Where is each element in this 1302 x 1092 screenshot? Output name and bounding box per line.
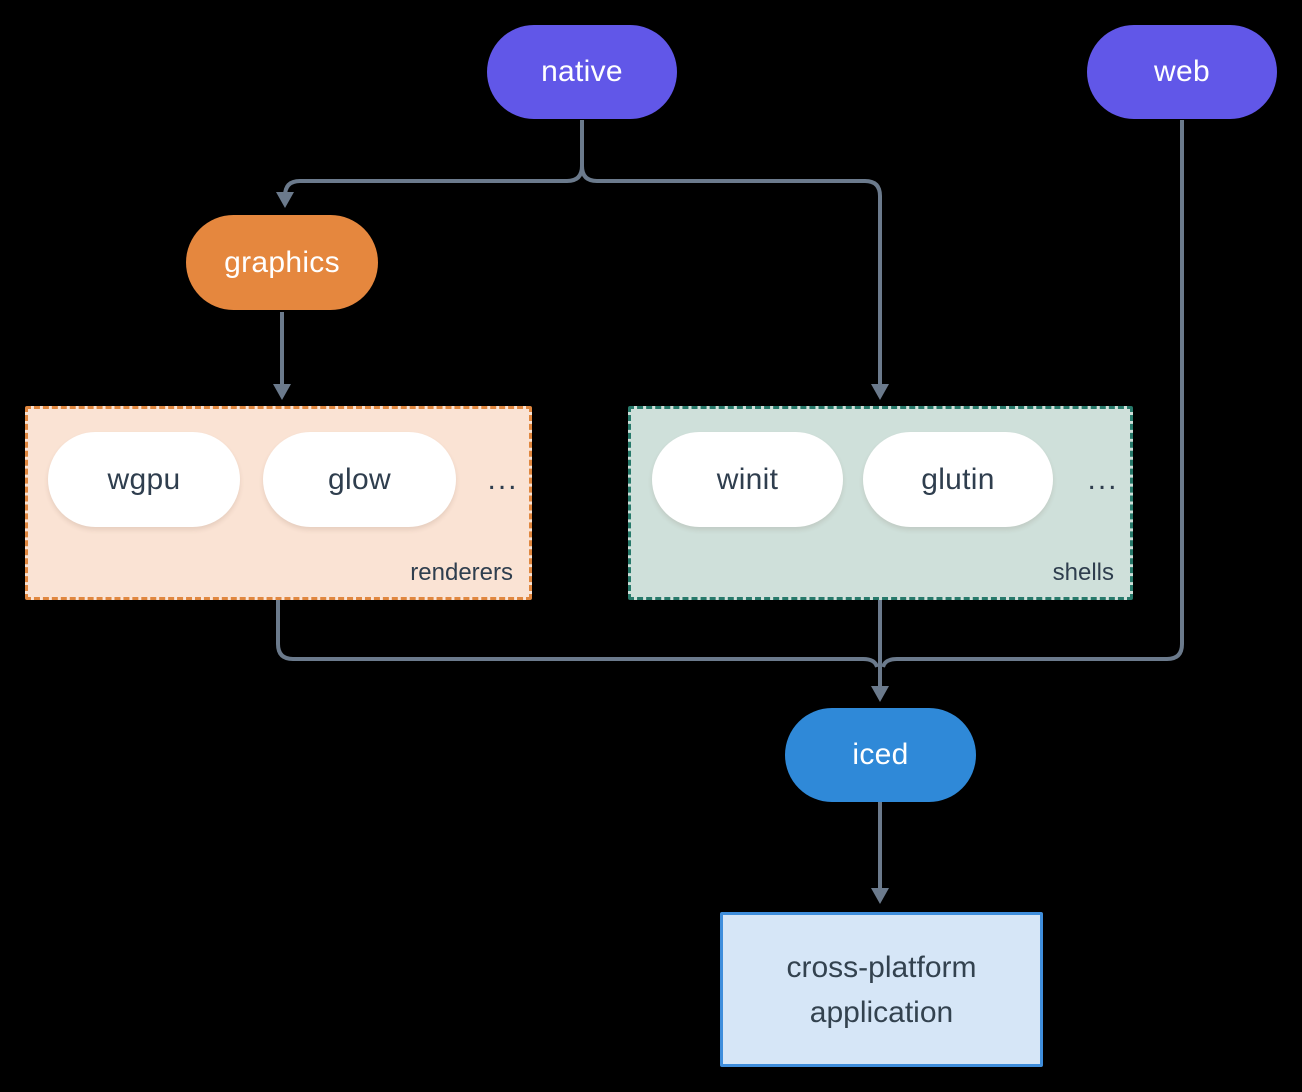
edge-renderers-to-merge	[276, 600, 879, 668]
node-graphics-label: graphics	[224, 245, 340, 279]
edge-native-to-graphics	[283, 165, 584, 197]
node-glutin: glutin	[863, 432, 1053, 527]
edge-native-to-shells	[580, 165, 882, 386]
node-web: web	[1087, 25, 1277, 119]
group-shells-label: shells	[1052, 559, 1114, 586]
node-winit-label: winit	[716, 462, 779, 496]
arrowhead-graphics	[276, 192, 294, 208]
node-wgpu: wgpu	[48, 432, 240, 527]
node-winit: winit	[652, 432, 843, 527]
arrowhead-app	[871, 888, 889, 904]
node-graphics: graphics	[186, 215, 378, 310]
arrowhead-shells	[871, 384, 889, 400]
node-wgpu-label: wgpu	[107, 462, 181, 496]
node-native: native	[487, 25, 677, 119]
app-box-line1: cross-platform	[786, 950, 977, 984]
group-shells: winit glutin ... shells	[628, 406, 1133, 600]
group-renderers: wgpu glow ... renderers	[25, 406, 532, 600]
node-glutin-label: glutin	[921, 462, 995, 496]
node-glow: glow	[263, 432, 456, 527]
shells-ellipsis: ...	[1087, 463, 1119, 496]
renderers-ellipsis: ...	[487, 463, 519, 496]
arrowhead-renderers	[273, 384, 291, 400]
node-native-label: native	[541, 55, 623, 88]
node-iced: iced	[785, 708, 976, 802]
app-box-line2: application	[809, 995, 954, 1029]
arrowhead-iced	[871, 686, 889, 702]
group-renderers-label: renderers	[410, 559, 513, 586]
node-glow-label: glow	[328, 462, 391, 496]
node-iced-label: iced	[852, 738, 909, 771]
node-cross-platform-application: cross-platform application	[720, 912, 1043, 1067]
node-web-label: web	[1154, 55, 1210, 88]
